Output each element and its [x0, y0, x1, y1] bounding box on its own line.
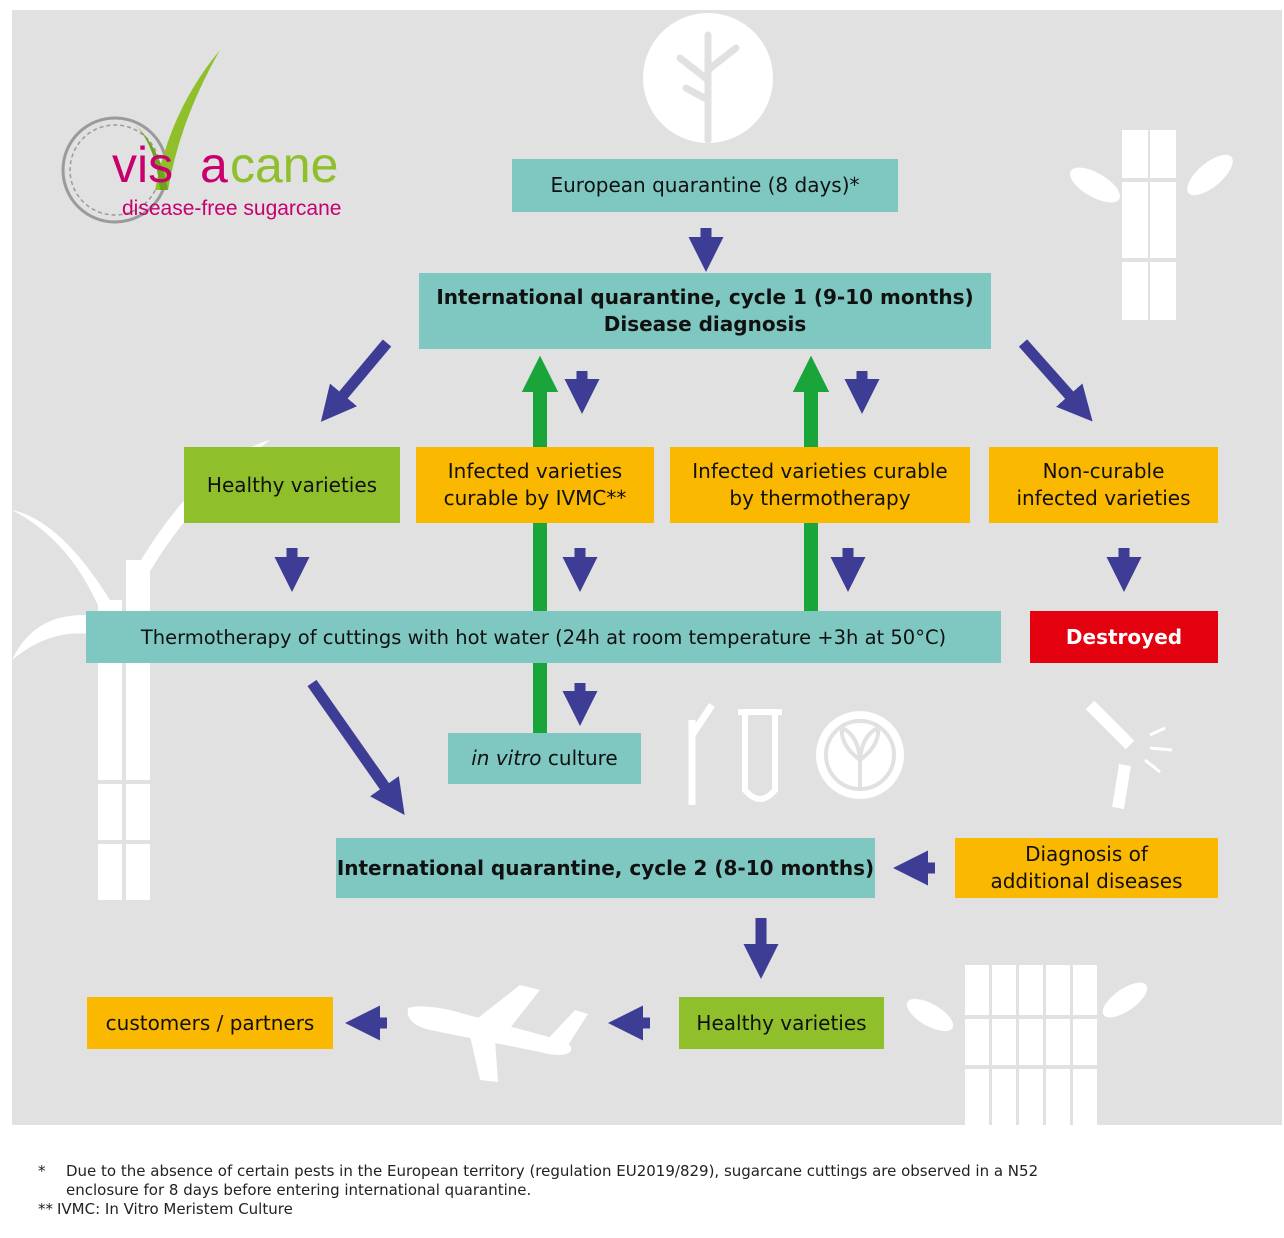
logo-vis: vis [112, 137, 173, 193]
noncurable-line1: Non-curable [1042, 459, 1165, 483]
noncurable-box: Non-curable infected varieties [989, 447, 1218, 523]
test-tube-icon [738, 709, 782, 802]
footnote-1-mark: * [38, 1162, 46, 1180]
lab-cane-icon [688, 703, 715, 805]
arrow-thermo-to-cycle2 [307, 679, 405, 816]
thermotherapy-label: Thermotherapy of cuttings with hot water… [140, 625, 947, 649]
footnote-1-line1: Due to the absence of certain pests in t… [66, 1162, 1039, 1180]
footnotes: * Due to the absence of certain pests in… [38, 1162, 1238, 1219]
diagnosis-additional-box: Diagnosis of additional diseases [955, 838, 1218, 898]
arrow-cycle1-to-healthy [320, 339, 392, 422]
noncurable-line2: infected varieties [1016, 486, 1191, 510]
healthy-varieties-label: Healthy varieties [206, 472, 378, 497]
footnote-1-text: Due to the absence of certain pests in t… [66, 1162, 1238, 1200]
footnote-2: ** IVMC: In Vitro Meristem Culture [38, 1200, 1238, 1219]
thermotherapy-box: Thermotherapy of cuttings with hot water… [86, 611, 1001, 663]
infected-ivmc-line1: Infected varieties [447, 459, 623, 483]
footnote-2-text: IVMC: In Vitro Meristem Culture [57, 1200, 293, 1218]
destroyed-box: Destroyed [1030, 611, 1218, 663]
infected-thermo-line1: Infected varieties curable [692, 459, 948, 483]
logo-graphic: vis a cane disease-free sugarcane [61, 50, 341, 224]
in-vitro-rest: culture [541, 746, 618, 770]
logo-cane: cane [230, 137, 338, 193]
footnote-1-line2: enclosure for 8 days before entering int… [66, 1181, 532, 1199]
logo-a: a [200, 137, 228, 193]
customers-label: customers / partners [105, 1010, 315, 1035]
arrow-cycle1-to-noncurable [1018, 339, 1093, 422]
leaf-circle-icon [816, 711, 904, 799]
cycle1-subtitle: Disease diagnosis [603, 312, 807, 336]
diagnosis-line1: Diagnosis of [1025, 842, 1148, 866]
healthy-varieties-final-label: Healthy varieties [696, 1010, 867, 1035]
infected-ivmc-box: Infected varieties curable by IVMC** [416, 447, 654, 523]
healthy-varieties-final-box: Healthy varieties [679, 997, 884, 1049]
broken-cane-icon [1085, 700, 1173, 809]
footnote-2-mark: ** [38, 1200, 53, 1218]
sugarcane-stalks-icon [1070, 130, 1233, 320]
cycle1-title: International quarantine, cycle 1 (9-10 … [436, 285, 974, 309]
infected-thermo-box: Infected varieties curable by thermother… [670, 447, 970, 523]
cycle2-label: International quarantine, cycle 2 (8-10 … [336, 855, 875, 880]
infected-ivmc-line2: curable by IVMC** [443, 486, 627, 510]
airplane-icon [407, 985, 588, 1082]
in-vitro-italic: in vitro [471, 746, 542, 770]
european-quarantine-label: European quarantine (8 days)* [550, 173, 860, 197]
visacane-logo: vis a cane disease-free sugarcane [60, 50, 360, 240]
infected-thermo-line2: by thermotherapy [729, 486, 911, 510]
sugarcane-circle-icon [643, 13, 773, 144]
customers-partners-box: customers / partners [87, 997, 333, 1049]
diagnosis-line2: additional diseases [990, 869, 1183, 893]
bottom-right-sugarcane-illustration [906, 965, 1148, 1125]
healthy-varieties-box: Healthy varieties [184, 447, 400, 523]
intl-quarantine-cycle1-box: International quarantine, cycle 1 (9-10 … [419, 273, 991, 349]
destroyed-label: Destroyed [1065, 624, 1183, 649]
footnote-1: * Due to the absence of certain pests in… [38, 1162, 1238, 1200]
european-quarantine-box: European quarantine (8 days)* [512, 159, 898, 212]
logo-tagline: disease-free sugarcane [122, 197, 341, 220]
in-vitro-label: in vitro culture [471, 745, 618, 772]
intl-quarantine-cycle2-box: International quarantine, cycle 2 (8-10 … [336, 838, 875, 898]
in-vitro-culture-box: in vitro culture [448, 733, 641, 784]
